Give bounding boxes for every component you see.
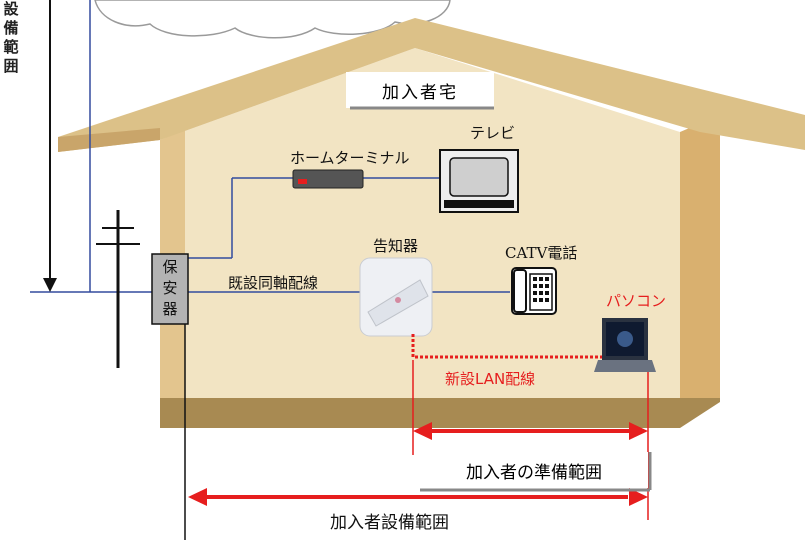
operator-scope-arrow (43, 0, 57, 292)
coax-lines (30, 0, 510, 293)
house-label: 加入者宅 (382, 82, 458, 103)
protector-label: 保安器 (162, 258, 178, 318)
new-lan-label: 新設LAN配線 (445, 370, 536, 388)
laptop-device (594, 318, 656, 372)
catv-phone-label: CATV電話 (505, 244, 578, 262)
utility-pole (96, 210, 140, 368)
prep-scope-label: 加入者の準備範囲 (466, 462, 602, 483)
catv-phone-device (511, 267, 557, 315)
home-terminal-label: ホームターミナル (290, 149, 410, 167)
tv-device (439, 149, 519, 213)
existing-coax-label: 既設同軸配線 (228, 274, 319, 292)
scope-vertical-label: 設備範囲 (3, 0, 19, 75)
pc-label: パソコン (606, 292, 667, 310)
home-terminal-device (292, 169, 364, 189)
notifier-device (359, 257, 433, 337)
house (58, 18, 805, 428)
new-lan-line (411, 334, 602, 359)
tv-label: テレビ (470, 124, 516, 142)
scope-arrows (188, 360, 649, 520)
house-label-bg (346, 72, 494, 108)
protector-box (151, 253, 189, 325)
prep-scope-bg (420, 452, 648, 488)
notifier-label: 告知器 (373, 237, 419, 255)
equipment-scope-label: 加入者設備範囲 (330, 513, 449, 533)
